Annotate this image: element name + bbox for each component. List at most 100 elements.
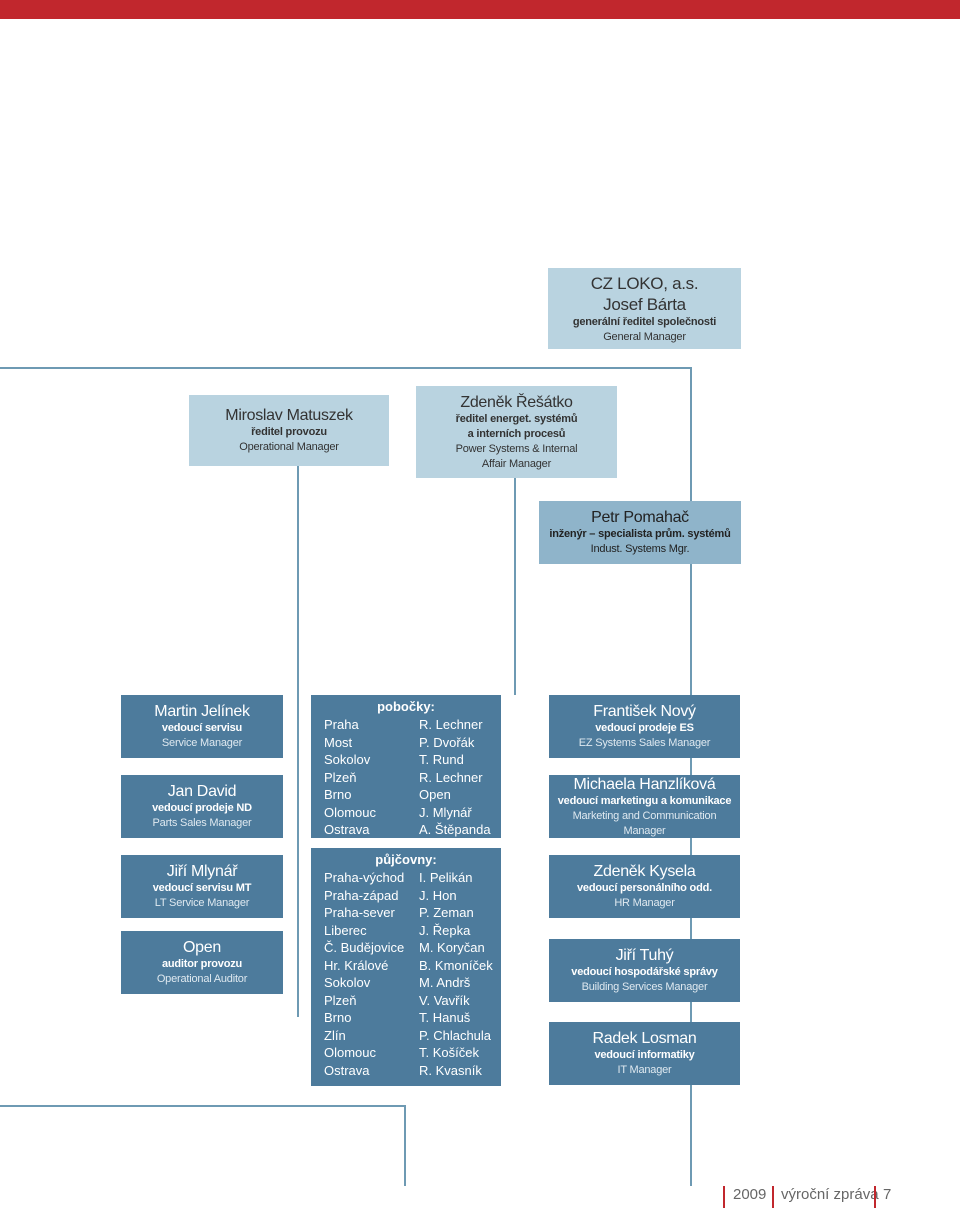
person-name: Zdeněk Řešátko xyxy=(460,393,573,411)
list-item: Č. Budějovice M. Koryčan xyxy=(311,939,501,957)
person-title: vedoucí personálního odd. xyxy=(577,882,712,894)
person-title-en: Service Manager xyxy=(161,737,243,749)
person-title-en: Power Systems & Internal xyxy=(455,442,578,455)
person-title: vedoucí informatiky xyxy=(594,1049,695,1061)
person-title-en: Building Services Manager xyxy=(581,981,708,993)
person-title-en: EZ Systems Sales Manager xyxy=(578,737,711,749)
list-item: Plzeň R. Lechner xyxy=(311,769,501,787)
lt-service-manager-box: Jiří Mlynář vedoucí servisu MT LT Servic… xyxy=(121,855,283,918)
list-item: Brno Open xyxy=(311,786,501,804)
contact-name: R. Lechner xyxy=(419,717,483,732)
person-title-en: Marketing and Communication Manager xyxy=(572,809,717,837)
person-title: vedoucí prodeje ND xyxy=(152,802,252,814)
contact-name: J. Řepka xyxy=(419,922,471,938)
rentals-heading: půjčovny: xyxy=(375,852,437,867)
service-manager-box: Martin Jelínek vedoucí servisu Service M… xyxy=(121,695,283,758)
location-name: Zlín xyxy=(324,1027,346,1043)
header-bar xyxy=(0,0,960,19)
location-name: Liberec xyxy=(324,922,367,938)
contact-name: M. Koryčan xyxy=(419,940,485,955)
location-name: Praha-sever xyxy=(324,905,395,920)
contact-name: T. Hanuš xyxy=(419,1010,471,1025)
location-name: Plzeň xyxy=(324,992,357,1008)
list-item: Sokolov M. Andrš xyxy=(311,974,501,992)
list-item: Praha-západ J. Hon xyxy=(311,887,501,905)
parts-sales-manager-box: Jan David vedoucí prodeje ND Parts Sales… xyxy=(121,775,283,838)
list-item: Plzeň V. Vavřík xyxy=(311,992,501,1010)
list-item: Praha-sever P. Zeman xyxy=(311,904,501,922)
ceo-title-en: General Manager xyxy=(603,330,686,343)
footer-separator xyxy=(772,1186,774,1208)
location-name: Sokolov xyxy=(324,975,371,990)
contact-name: V. Vavřík xyxy=(419,992,470,1008)
location-name: Č. Budějovice xyxy=(324,940,405,955)
contact-name: T. Košíček xyxy=(419,1045,479,1060)
location-name: Plzeň xyxy=(324,769,357,785)
person-name: Martin Jelínek xyxy=(154,703,250,720)
person-name: Jiří Tuhý xyxy=(615,947,674,964)
power-systems-manager-box: Zdeněk Řešátko ředitel energet. systémů … xyxy=(416,386,617,478)
footer-year: 2009 xyxy=(733,1186,767,1203)
ez-sales-manager-box: František Nový vedoucí prodeje ES EZ Sys… xyxy=(549,695,740,758)
person-title-en: Parts Sales Manager xyxy=(152,817,252,829)
footer-separator xyxy=(874,1186,876,1208)
person-name: Michaela Hanzlíková xyxy=(573,775,716,793)
person-title: vedoucí servisu MT xyxy=(152,882,252,894)
person-title: inženýr – specialista prům. systémů xyxy=(549,528,731,540)
list-item: Praha-východ I. Pelikán xyxy=(311,869,501,887)
contact-name: T. Rund xyxy=(419,752,464,767)
operational-auditor-box: Open auditor provozu Operational Auditor xyxy=(121,931,283,994)
person-title-en: Operational Auditor xyxy=(156,973,248,985)
location-name: Praha-západ xyxy=(324,887,399,903)
person-title-en: IT Manager xyxy=(617,1064,672,1076)
contact-name: R. Kvasník xyxy=(419,1062,482,1078)
footer-separator xyxy=(723,1186,725,1208)
person-title-line2: a interních procesů xyxy=(467,427,566,440)
person-title: vedoucí hospodářské správy xyxy=(571,966,718,978)
person-name: František Nový xyxy=(593,703,696,720)
contact-name: I. Pelikán xyxy=(419,870,473,885)
branches-heading: pobočky: xyxy=(377,699,435,714)
contact-name: R. Lechner xyxy=(419,769,483,785)
person-title: ředitel energet. systémů xyxy=(455,412,578,425)
list-item: Ostrava R. Kvasník xyxy=(311,1062,501,1080)
person-title: ředitel provozu xyxy=(251,426,327,438)
contact-name: J. Mlynář xyxy=(419,804,472,820)
person-title-en: Operational Manager xyxy=(239,441,339,453)
person-title-en-line2: Affair Manager xyxy=(481,457,552,470)
location-name: Ostrava xyxy=(324,822,370,837)
list-item: Praha R. Lechner xyxy=(311,716,501,734)
person-title: vedoucí marketingu a komunikace xyxy=(557,794,732,807)
contact-name: B. Kmoníček xyxy=(419,957,493,973)
ceo-name: Josef Bárta xyxy=(603,294,686,314)
industrial-systems-box: Petr Pomahač inženýr – specialista prům.… xyxy=(539,501,741,564)
contact-name: J. Hon xyxy=(419,887,457,903)
person-name: Petr Pomahač xyxy=(591,509,689,526)
location-name: Praha-východ xyxy=(324,870,405,885)
location-name: Hr. Králové xyxy=(324,957,389,973)
location-name: Most xyxy=(324,734,353,750)
location-name: Praha xyxy=(324,717,359,732)
operations-manager-box: Miroslav Matuszek ředitel provozu Operat… xyxy=(189,395,389,466)
list-item: Liberec J. Řepka xyxy=(311,922,501,940)
contact-name: Open xyxy=(419,787,451,802)
person-name: Jan David xyxy=(167,783,237,800)
contact-name: M. Andrš xyxy=(419,975,471,990)
location-name: Brno xyxy=(324,787,352,802)
person-name: Open xyxy=(183,939,221,956)
contact-name: P. Zeman xyxy=(419,905,474,920)
person-name: Jiří Mlynář xyxy=(166,863,238,880)
location-name: Ostrava xyxy=(324,1062,370,1078)
person-title-en: LT Service Manager xyxy=(154,897,250,909)
footer-page-number: 7 xyxy=(883,1186,892,1203)
footer-report-title: výroční zpráva xyxy=(781,1186,879,1203)
location-name: Olomouc xyxy=(324,804,377,820)
